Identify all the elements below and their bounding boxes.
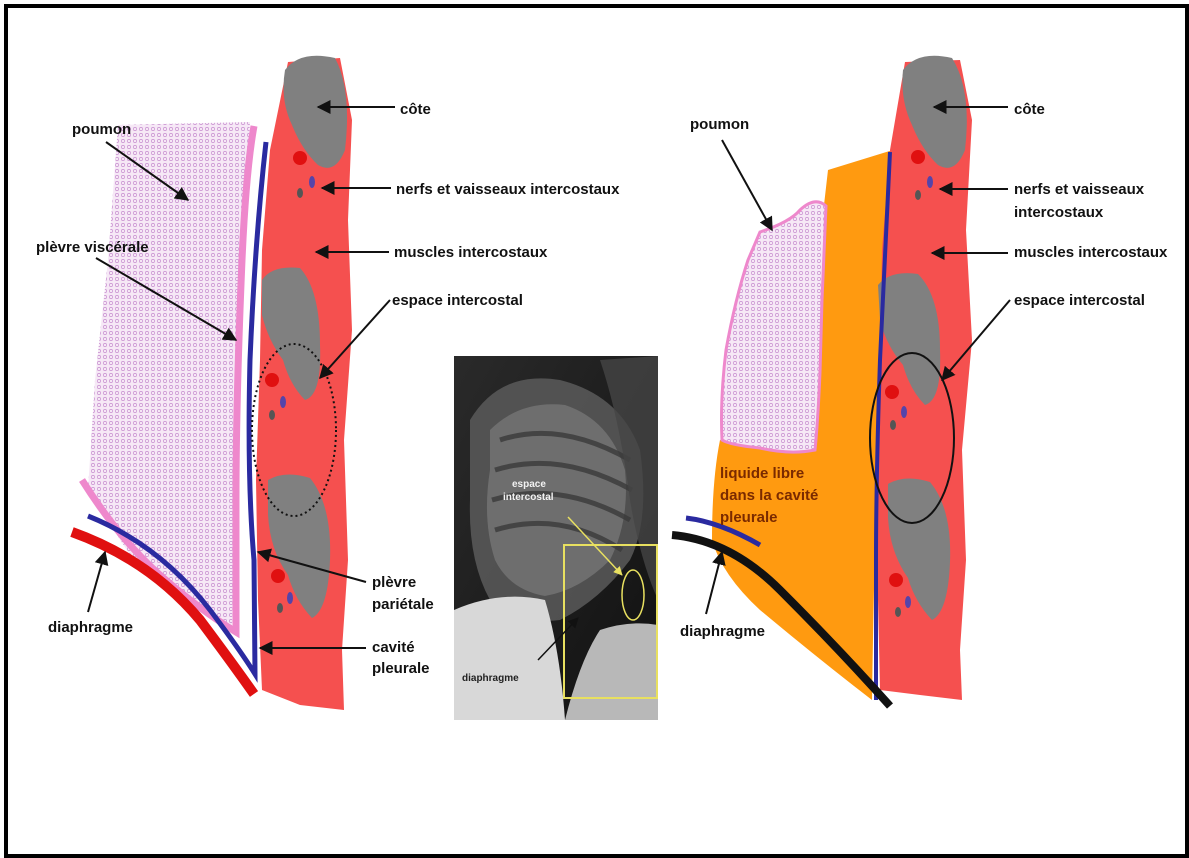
label-nerfs-right-2: intercostaux	[1014, 204, 1104, 221]
label-plevre-parietale-1: plèvre	[372, 574, 416, 591]
label-cavite-1: cavité	[372, 639, 415, 656]
label-diaphragme: diaphragme	[48, 619, 133, 636]
label-liquide-3: pleurale	[720, 509, 778, 526]
vessel-dot	[927, 176, 933, 188]
xray-label-espace-1: espace	[512, 479, 546, 490]
label-cavite-2: pleurale	[372, 660, 430, 677]
label-espace: espace intercostal	[392, 292, 523, 309]
label-diaphragme-right: diaphragme	[680, 623, 765, 640]
nerve-dot	[265, 373, 279, 387]
label-muscles-right: muscles intercostaux	[1014, 244, 1168, 261]
xray-label-diaphragme: diaphragme	[462, 673, 519, 684]
label-liquide-1: liquide libre	[720, 465, 804, 482]
left-diagram	[72, 56, 352, 710]
right-diagram	[672, 56, 972, 706]
vessel-dot	[287, 592, 293, 604]
label-nerfs: nerfs et vaisseaux intercostaux	[396, 181, 620, 198]
label-plevre-viscerale: plèvre viscérale	[36, 239, 149, 256]
lung-collapsed	[722, 202, 827, 452]
nerve-dot	[889, 573, 903, 587]
label-poumon: poumon	[72, 121, 131, 138]
vessel-dot	[277, 603, 283, 613]
vessel-dot	[297, 188, 303, 198]
xray-image: espace intercostal diaphragme	[454, 356, 658, 720]
vessel-dot	[915, 190, 921, 200]
label-poumon-right: poumon	[690, 116, 749, 133]
label-nerfs-right-1: nerfs et vaisseaux	[1014, 181, 1145, 198]
label-cote-right: côte	[1014, 101, 1045, 118]
vessel-dot	[890, 420, 896, 430]
arrow-diaphragme-right	[706, 552, 722, 614]
vessel-dot	[269, 410, 275, 420]
nerve-dot	[911, 150, 925, 164]
label-espace-right: espace intercostal	[1014, 292, 1145, 309]
vessel-dot	[309, 176, 315, 188]
vessel-dot	[901, 406, 907, 418]
vessel-dot	[895, 607, 901, 617]
nerve-dot	[271, 569, 285, 583]
label-cote: côte	[400, 101, 431, 118]
vessel-dot	[280, 396, 286, 408]
vessel-dot	[905, 596, 911, 608]
nerve-dot	[885, 385, 899, 399]
arrow-diaphragme	[88, 552, 105, 612]
nerve-dot	[293, 151, 307, 165]
xray-label-espace-2: intercostal	[503, 492, 554, 503]
arrow-poumon-right	[722, 140, 772, 230]
label-plevre-parietale-2: pariétale	[372, 596, 434, 613]
label-muscles: muscles intercostaux	[394, 244, 548, 261]
label-liquide-2: dans la cavité	[720, 487, 818, 504]
